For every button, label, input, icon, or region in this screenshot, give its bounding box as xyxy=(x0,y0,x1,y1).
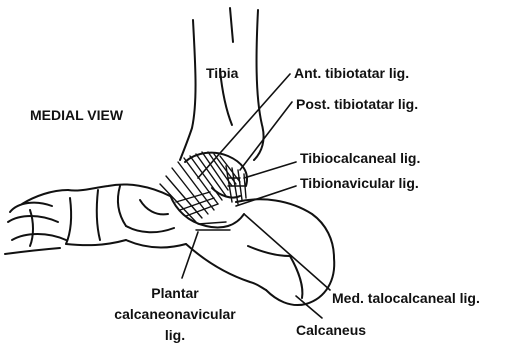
view-title: MEDIAL VIEW xyxy=(30,107,123,124)
label-tibiocalcaneal-lig: Tibiocalcaneal lig. xyxy=(300,150,420,167)
label-plantar-line-2: calcaneonavicular xyxy=(100,306,250,323)
leader-med-talocalcaneal xyxy=(244,214,330,290)
leader-plantar xyxy=(182,232,198,278)
label-med-talocalcaneal-lig: Med. talocalcaneal lig. xyxy=(332,290,480,307)
leader-ant-tibiotalar xyxy=(198,74,290,178)
label-post-tibiotalar-lig: Post. tibiotatar lig. xyxy=(296,96,418,113)
deltoid-ligament-fibres xyxy=(160,152,246,230)
label-plantar-line-1: Plantar xyxy=(100,285,250,302)
label-ant-tibiotalar-lig: Ant. tibiotatar lig. xyxy=(294,65,409,82)
leader-post-tibiotalar xyxy=(240,102,292,170)
label-calcaneus: Calcaneus xyxy=(296,322,366,339)
label-tibionavicular-lig: Tibionavicular lig. xyxy=(300,175,419,192)
forefoot-bones xyxy=(5,184,186,254)
label-plantar-line-3: lig. xyxy=(100,327,250,344)
tibia-bone xyxy=(180,8,264,160)
leader-tibiocalcaneal xyxy=(244,162,296,178)
label-tibia: Tibia xyxy=(206,65,238,82)
